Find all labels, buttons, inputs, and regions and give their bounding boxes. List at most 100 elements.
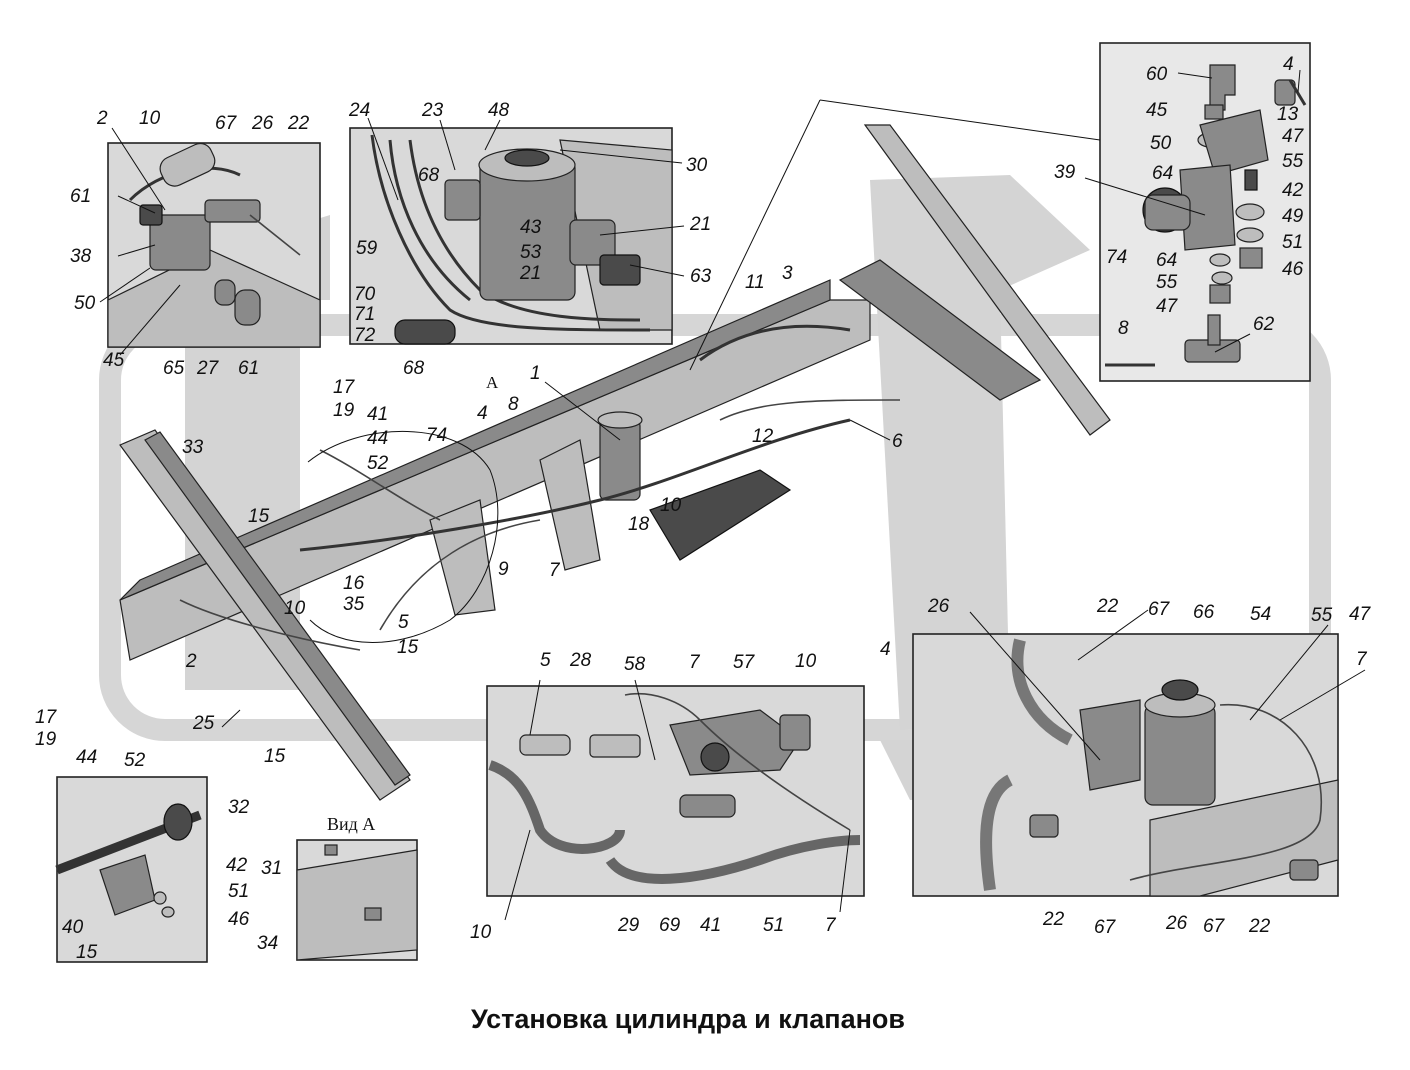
callout-label: 41 <box>700 915 721 936</box>
callout-label: 55 <box>1156 272 1178 293</box>
callout-label: 52 <box>124 750 146 771</box>
callout-label: 58 <box>624 654 646 675</box>
callout-label: 10 <box>284 598 306 619</box>
callout-label: 49 <box>1282 206 1304 227</box>
callout-label: 30 <box>686 155 708 176</box>
inset-cylinder-detail <box>349 127 673 345</box>
callout-label: 47 <box>1282 126 1305 147</box>
callout-label: 22 <box>1096 596 1119 617</box>
callout-label: 44 <box>367 428 388 449</box>
callout-label: 41 <box>367 404 388 425</box>
callout-label: 64 <box>1152 163 1173 184</box>
callout-label: 15 <box>76 942 98 963</box>
callout-label: 6 <box>892 431 903 452</box>
inset-clamp-detail <box>55 776 208 963</box>
callout-label: 19 <box>333 400 355 421</box>
callout-label: 74 <box>1106 247 1127 268</box>
callout-label: 21 <box>519 263 541 284</box>
callout-label: 42 <box>1282 180 1304 201</box>
callout-label: 29 <box>617 915 640 936</box>
callout-label: 48 <box>488 100 510 121</box>
callout-label: 34 <box>257 933 278 954</box>
callout-label: 45 <box>1146 100 1168 121</box>
callout-label: 27 <box>196 358 220 379</box>
callout-label: 15 <box>397 637 419 658</box>
callout-label: 23 <box>421 100 444 121</box>
callout-label: 61 <box>238 358 259 379</box>
callout-label: 16 <box>343 573 365 594</box>
callout-label: 35 <box>343 594 365 615</box>
callout-label: 33 <box>182 437 204 458</box>
view-a-title: Вид А <box>327 814 375 834</box>
callout-label: 50 <box>74 293 96 314</box>
callout-label: 65 <box>163 358 185 379</box>
callout-label: 12 <box>752 426 774 447</box>
callout-label: 71 <box>354 304 375 325</box>
callout-label: 50 <box>1150 133 1172 154</box>
inset-cylinder-bottom <box>912 633 1339 897</box>
callout-label: 13 <box>1277 104 1299 125</box>
callout-label: 45 <box>103 350 125 371</box>
callout-label: 43 <box>520 217 542 238</box>
callout-label: 2 <box>185 651 197 672</box>
inset-exploded-valve <box>1099 42 1311 382</box>
callout-label: 44 <box>76 747 97 768</box>
callout-label: 63 <box>690 266 712 287</box>
callout-label: 64 <box>1156 250 1177 271</box>
callout-label: 22 <box>287 113 310 134</box>
callout-label: 55 <box>1282 151 1304 172</box>
callout-label: 67 <box>1148 599 1171 620</box>
callout-label: 2 <box>96 108 108 129</box>
callout-label: 25 <box>192 713 215 734</box>
callout-label: 18 <box>628 514 650 535</box>
callout-label: 26 <box>927 596 950 617</box>
callout-label: 10 <box>660 495 682 516</box>
callout-label: 10 <box>795 651 817 672</box>
callout-label: 60 <box>1146 64 1168 85</box>
inset-view-a <box>296 839 418 961</box>
callout-label: 9 <box>498 559 509 580</box>
callout-label: 10 <box>139 108 161 129</box>
inset-valve-bottom <box>486 685 865 897</box>
callout-label: 47 <box>1156 296 1179 317</box>
callout-label: 72 <box>354 325 376 346</box>
leader-lines <box>99 69 1366 921</box>
callout-label: 4 <box>880 639 891 660</box>
callout-label: 32 <box>228 797 250 818</box>
callout-label: 8 <box>1118 318 1129 339</box>
callout-label: 17 <box>35 707 58 728</box>
callout-label: 53 <box>520 242 542 263</box>
callout-label: 24 <box>348 100 370 121</box>
inset-valve-detail <box>107 142 321 348</box>
callout-label: 22 <box>1248 916 1271 937</box>
callout-label: 5 <box>398 612 409 633</box>
callout-label: 69 <box>659 915 681 936</box>
callout-label: 7 <box>1356 649 1368 670</box>
callout-label: 46 <box>228 909 250 930</box>
callout-label: 38 <box>70 246 92 267</box>
callout-label: 57 <box>733 652 756 673</box>
callout-label: 26 <box>1165 913 1188 934</box>
callout-label: 67 <box>1094 917 1117 938</box>
callout-label: 39 <box>1054 162 1076 183</box>
callout-label: 8 <box>508 394 519 415</box>
callout-label: 22 <box>1042 909 1065 930</box>
callout-label: 51 <box>763 915 784 936</box>
callout-label: 15 <box>264 746 286 767</box>
callout-label: 42 <box>226 855 248 876</box>
callout-label: 7 <box>825 915 837 936</box>
callout-label: 3 <box>782 263 793 284</box>
callout-label: 59 <box>356 238 378 259</box>
callout-label: 4 <box>477 403 488 424</box>
callout-label: 11 <box>745 272 765 293</box>
callout-label: 74 <box>426 425 447 446</box>
callout-label: 47 <box>1349 604 1372 625</box>
callout-label: 17 <box>333 377 356 398</box>
callout-label: 51 <box>228 881 249 902</box>
callout-label: 40 <box>62 917 84 938</box>
callout-label: 10 <box>470 922 492 943</box>
callout-label: 7 <box>689 652 701 673</box>
callout-label: 66 <box>1193 602 1215 623</box>
callout-label: 15 <box>248 506 270 527</box>
